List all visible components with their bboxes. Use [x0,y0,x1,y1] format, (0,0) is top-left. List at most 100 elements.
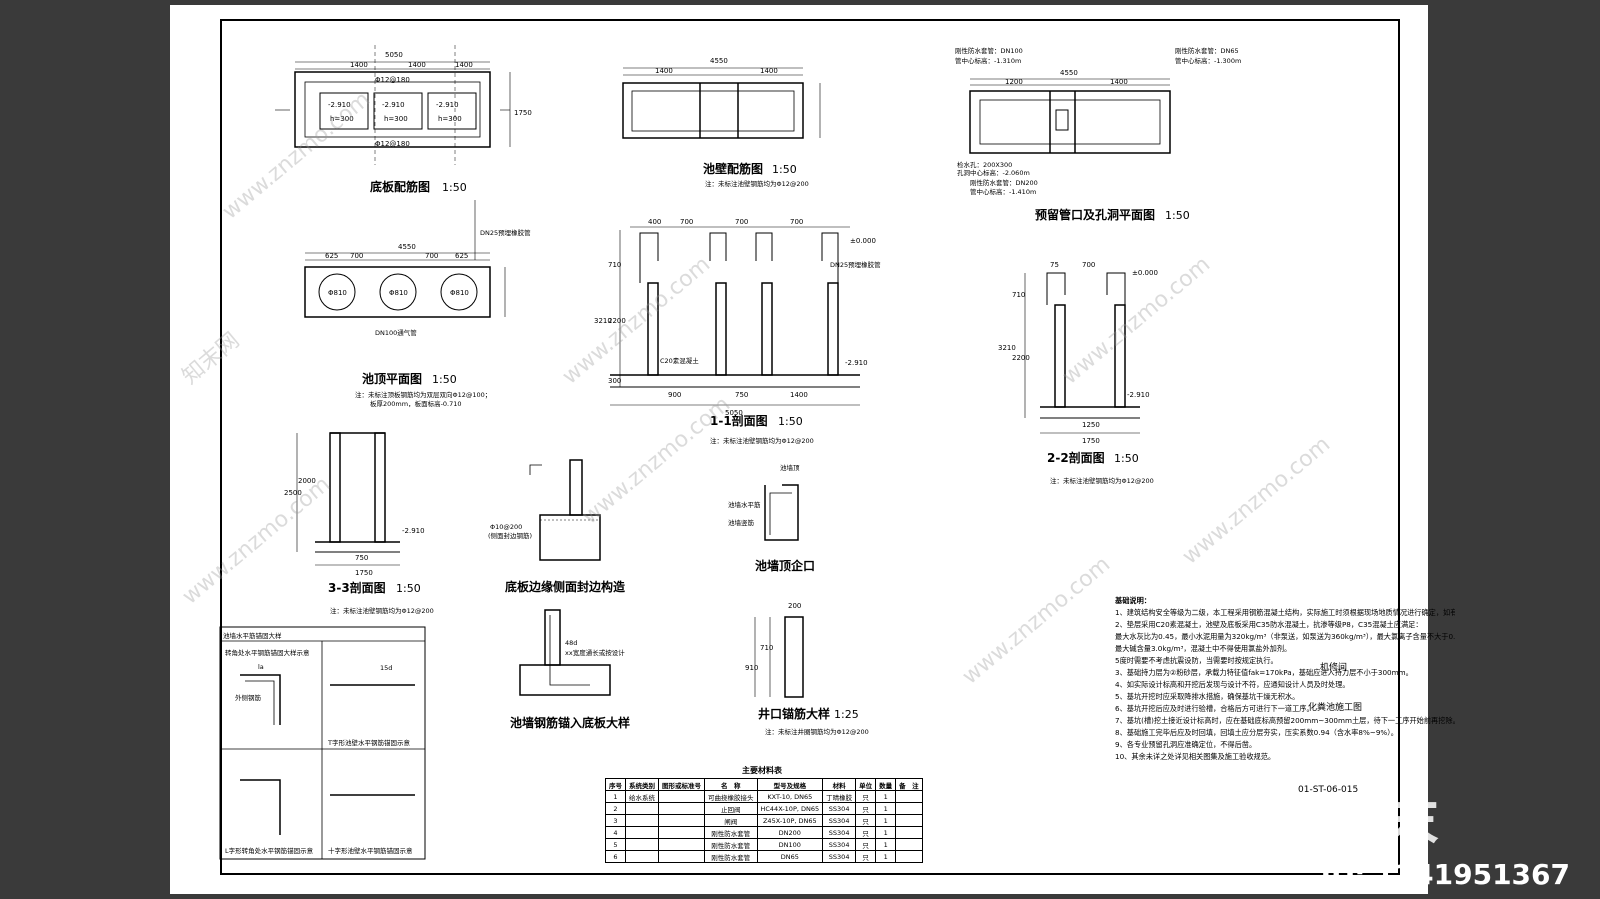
watermark-text: 知末网 [178,328,245,390]
materials-cell: 1 [875,790,897,803]
watermark-text: www.znzmo.com [578,392,735,530]
materials-header: 型号及规格 [756,778,824,791]
pipe-plan-title: 预留管口及孔洞平面图 [1035,207,1155,222]
materials-header: 备 注 [895,778,923,791]
materials-cell [895,826,923,839]
materials-cell: 1 [605,790,626,803]
section-1-dim: 900 [668,391,681,399]
materials-cell [658,790,705,803]
materials-cell [625,838,659,851]
slab-edge-title: 底板边缘侧面封边构造 [505,579,626,594]
section-1-scale: 1:50 [778,415,803,428]
top-plan-manhole: Φ810 [450,289,469,297]
materials-cell [658,838,705,851]
wall-anchor-label: xx宽度通长或按设计 [565,648,625,657]
slab-edge-label: Φ10@200 [490,523,522,531]
materials-cell: 1 [875,838,897,851]
wall-rebar-overall-dim: 4550 [710,57,728,65]
notes-item: 3、基础持力层为②粉砂层，承载力特征值fak=170kPa，基础应进入持力层不小… [1115,668,1413,677]
pipe-label: 刚性防水套管：DN200 [970,178,1038,187]
well-anchor-detail [754,616,804,698]
bottom-slab-rebar: Φ12@180 [375,140,410,148]
notes-item: 最大水灰比为0.45，最小水泥用量为320kg/m³（非泵送，如泵送为360kg… [1115,632,1455,641]
wall-top-title: 池墙顶企口 [755,558,815,573]
materials-cell [895,838,923,851]
materials-cell [658,814,705,827]
materials-cell: Z45X-10P, DN65 [756,814,824,827]
brand-logo: 知末 [1320,790,1445,855]
bottom-slab-plan [275,45,511,165]
materials-cell: DN200 [756,826,824,839]
well-anchor-note: 注：未标注井圈钢筋均为Φ12@200 [765,727,869,736]
pipe-plan-overall-dim: 4550 [1060,69,1078,77]
materials-cell: 丁晴橡胶 [822,790,857,803]
horizontal-anchor-title: 池墙水平筋锚固大样 [223,631,282,640]
section-1-height: 300 [608,377,621,385]
notes-item: 6、基坑开挖后应及时进行验槽，合格后方可进行下一道工序。 [1115,704,1314,713]
materials-cell: KXT-10, DN65 [756,790,824,803]
materials-cell: 只 [855,802,877,815]
pipe-label: 管中心标高：-1.300m [1175,56,1241,65]
section-2-top-dim: 700 [1082,261,1095,269]
section-1-top-dim: 700 [790,218,803,226]
section-3-scale: 1:50 [396,582,421,595]
slab-edge-detail [529,459,601,561]
materials-cell: 刚性防水套管 [704,838,758,851]
section-2-scale: 1:50 [1114,452,1139,465]
section-1-top-dim: 700 [680,218,693,226]
wall-top-label: 池墙顶 [780,463,800,472]
brand-id: ID: 1141951367 [1320,858,1570,891]
slab-edge-label: (侧面封边钢筋) [488,531,532,540]
bottom-slab-depth: h=300 [438,115,462,123]
pipe-label: 孔洞中心标高：-2.060m [957,168,1030,177]
section-2-2 [1024,272,1140,434]
materials-header: 材料 [822,778,857,791]
materials-cell: 2 [605,802,626,815]
materials-cell: HC44X-10P, DN65 [756,802,824,815]
materials-cell: SS304 [822,850,857,863]
pipe-label: 刚性防水套管：DN100 [955,46,1023,55]
materials-header-row: 序号 系统类别 图形或标准号 名 称 型号及规格 材料 单位 数量 备 注 [605,778,923,791]
bottom-slab-level: -2.910 [382,101,405,109]
materials-cell: 只 [855,814,877,827]
section-1-note: 注：未标注池壁钢筋均为Φ12@200 [710,436,814,445]
wall-anchor-label: 48d [565,639,577,647]
well-anchor-dim: 710 [760,644,773,652]
notes-item: 9、各专业预留孔洞应准确定位，不得后凿。 [1115,740,1257,749]
cad-drawing-canvas: 5050 1400 1400 1400 Φ12@180 Φ12@180 -2.9… [178,45,1335,860]
brand-watermark: 知末 ID: 1141951367 [1321,777,1570,891]
top-slab-plan [304,200,506,318]
watermark-text: www.znzmo.com [1178,432,1335,570]
materials-cell: SS304 [822,814,857,827]
top-plan-manhole: Φ810 [328,289,347,297]
wall-rebar-dim: 1400 [655,67,673,75]
materials-header: 单位 [855,778,877,791]
section-1-height: 710 [608,261,621,269]
materials-cell: 3 [605,814,626,827]
materials-cell: 4 [605,826,626,839]
materials-cell [658,802,705,815]
materials-cell: DN100 [756,838,824,851]
notes-item: 8、基础施工完毕后应及时回填，回填土应分层夯实，压实系数0.94（含水率8%~9… [1115,728,1398,737]
wall-top-label: 池墙竖筋 [728,518,755,527]
bottom-slab-scale: 1:50 [442,181,467,194]
section-3-overall-dim: 1750 [355,569,373,577]
notes-item: 2、垫层采用C20素混凝土，池壁及底板采用C35防水混凝土，抗渗等级P8，C35… [1115,620,1423,629]
top-plan-dim: 625 [455,252,468,260]
materials-cell [895,814,923,827]
materials-cell: 1 [875,814,897,827]
top-plan-overall-dim: 4550 [398,243,416,251]
notes-item: 5、基坑开挖时应采取降排水措施，确保基坑干燥无积水。 [1115,692,1300,701]
wall-rebar-note: 注：未标注池壁钢筋均为Φ12@200 [705,179,809,188]
pipe-opening-plan [969,78,1171,154]
materials-cell: 止回阀 [704,802,758,815]
materials-header: 名 称 [704,778,758,791]
pipe-plan-dim: 1200 [1005,78,1023,86]
horizontal-anchor-label: 15d [380,664,392,672]
materials-cell: SS304 [822,838,857,851]
materials-cell: 1 [875,826,897,839]
